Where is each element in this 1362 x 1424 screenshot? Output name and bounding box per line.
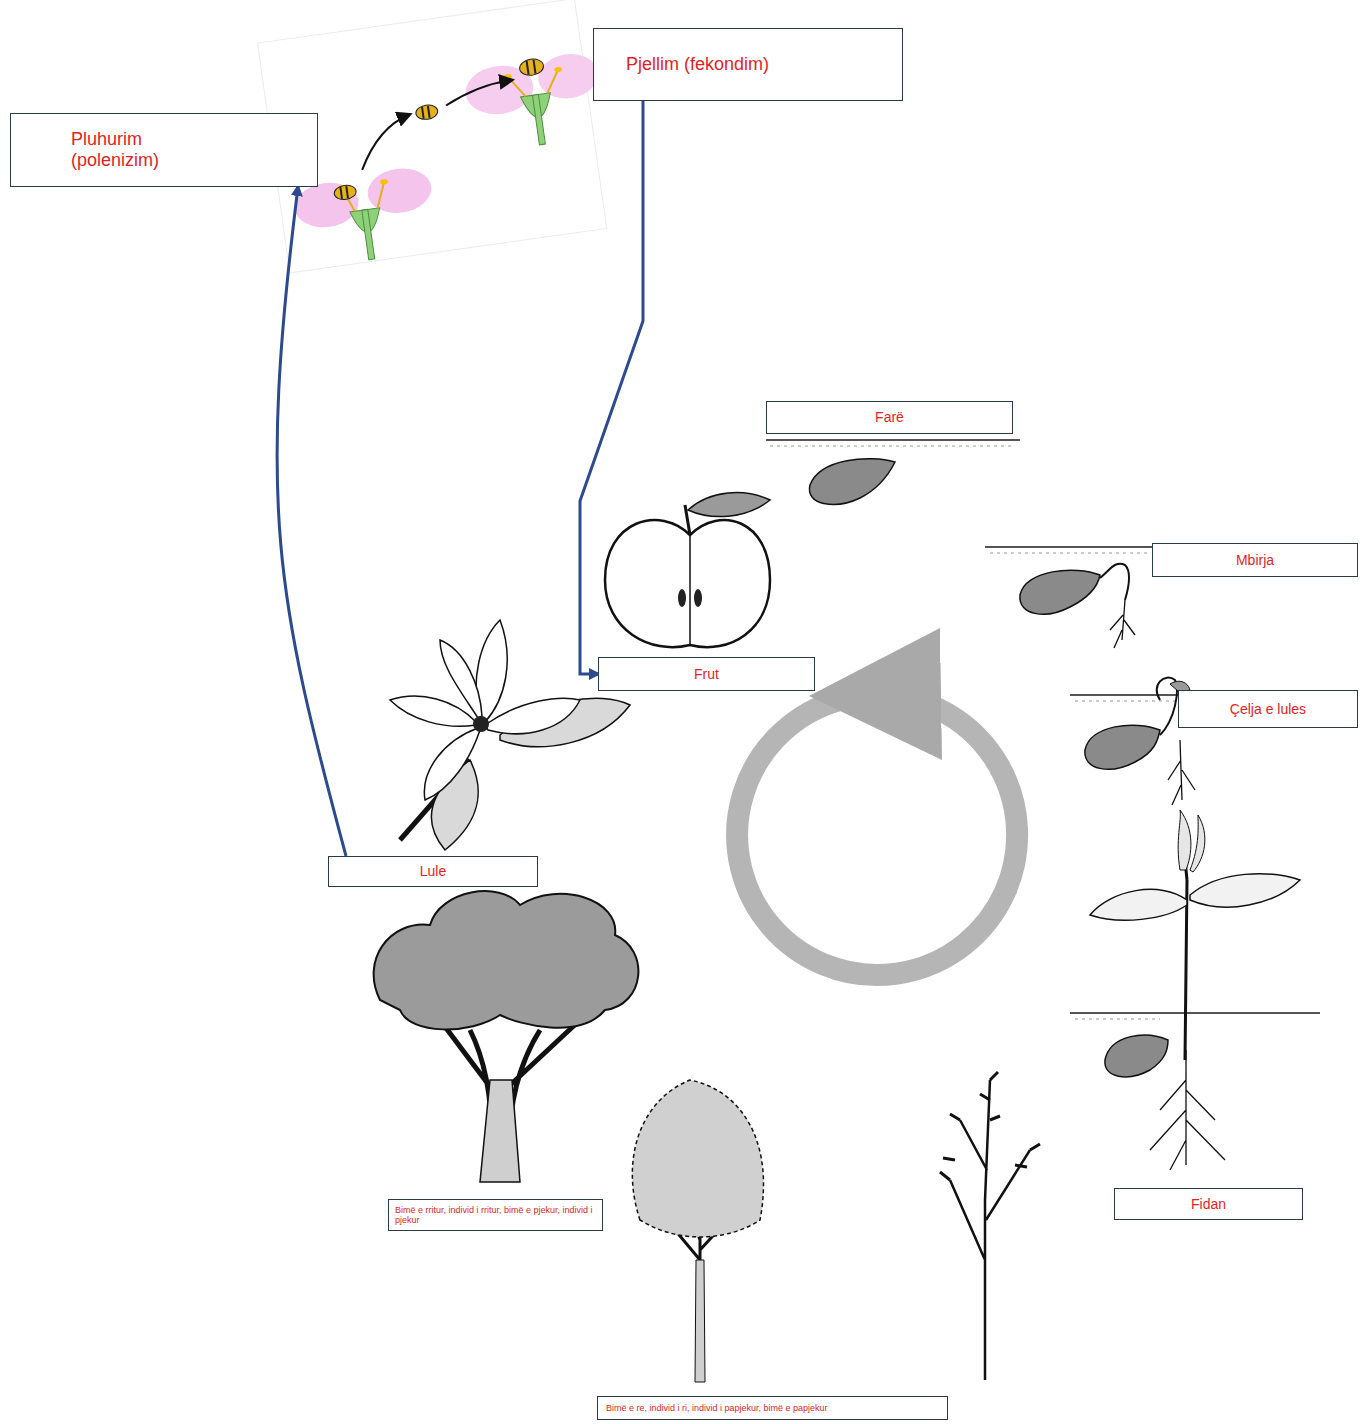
stage-label: Fidan (1191, 1196, 1226, 1212)
label-box: Mbirja (1152, 543, 1358, 577)
mature-tree-drawing (374, 891, 639, 1182)
stage-label: Lule (420, 863, 446, 879)
stage-label: Pluhurim (polenizim) (71, 129, 196, 170)
label-box: Fidan (1114, 1188, 1303, 1220)
seed-drawing (766, 440, 1020, 504)
flow-arrow (277, 187, 346, 856)
cycle-arrow (737, 695, 1017, 975)
fruit-drawing (605, 493, 770, 648)
young-tree-drawing (632, 1080, 763, 1382)
seedling-drawing (1070, 810, 1320, 1170)
label-box: Pjellim (fekondim) (593, 28, 903, 101)
label-box: Çelja e lules (1178, 690, 1358, 728)
label-box: Frut (598, 657, 815, 691)
label-box: Bimë e re, individ i ri, individ i papje… (597, 1396, 948, 1420)
stage-label: Bimë e rritur, individ i rritur, bimë e … (395, 1205, 596, 1226)
stage-label: Frut (694, 666, 719, 682)
label-box: Lule (328, 856, 538, 887)
flow-arrow (580, 101, 643, 674)
stage-label: Mbirja (1236, 552, 1274, 568)
label-box: Bimë e rritur, individ i rritur, bimë e … (388, 1199, 603, 1231)
stage-label: Farë (875, 409, 904, 425)
flower-drawing (390, 620, 630, 850)
stage-label: Pjellim (fekondim) (626, 54, 769, 75)
label-box: Farë (766, 401, 1013, 434)
small-plant-drawing (940, 1072, 1040, 1380)
stage-label: Bimë e re, individ i ri, individ i papje… (606, 1403, 828, 1413)
label-box: Pluhurim (polenizim) (10, 113, 318, 187)
stage-label: Çelja e lules (1230, 701, 1306, 717)
